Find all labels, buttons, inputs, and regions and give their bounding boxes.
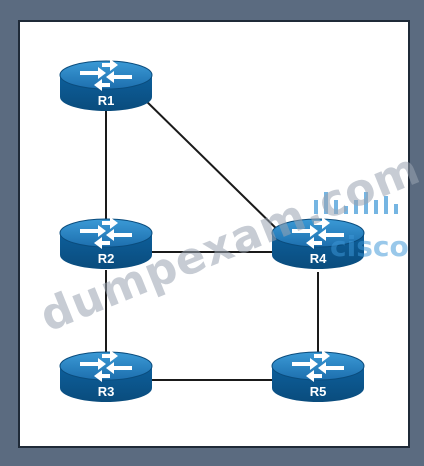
router-label: R5 <box>310 384 327 399</box>
router-arrows-icon <box>292 217 344 249</box>
link-r1-r4 <box>139 94 289 241</box>
router-arrows-icon <box>80 59 132 91</box>
cisco-logo-watermark: cisco <box>314 192 409 263</box>
links <box>105 94 319 381</box>
cisco-logo-text: cisco <box>330 230 409 263</box>
router-label: R3 <box>98 384 115 399</box>
router-r3: R3 <box>59 350 153 402</box>
router-arrows-icon <box>80 350 132 382</box>
router-label: R1 <box>98 93 115 108</box>
router-label: R4 <box>310 251 327 266</box>
router-r5: R5 <box>271 350 365 402</box>
router-r4: R4 <box>271 217 365 269</box>
router-arrows-icon <box>292 350 344 382</box>
router-r1: R1 <box>59 59 153 111</box>
router-r2: R2 <box>59 217 153 269</box>
router-arrows-icon <box>80 217 132 249</box>
router-label: R2 <box>98 251 115 266</box>
